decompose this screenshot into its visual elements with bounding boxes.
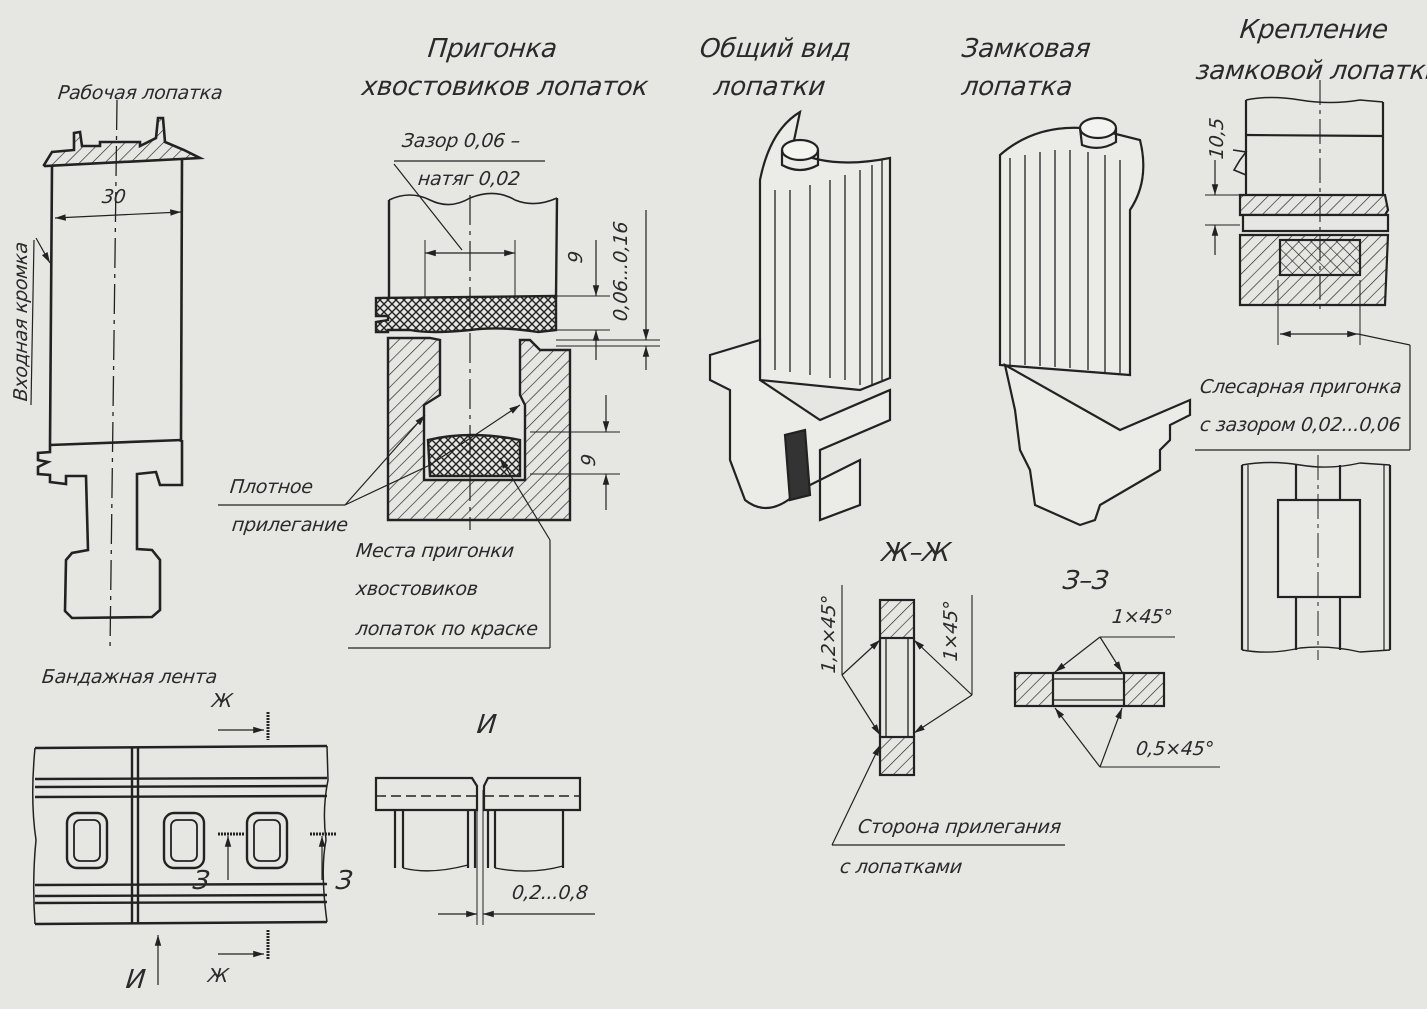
dim-9-bottom: 9 — [578, 453, 600, 468]
mark-zh-bottom: Ж — [206, 965, 230, 987]
label-paint-fit-1: Места пригонки — [354, 540, 515, 562]
mark-i: И — [124, 965, 147, 995]
dim-10-5: 10,5 — [1206, 116, 1228, 161]
dim-chamfer-1-right: 1×45° — [1110, 606, 1174, 628]
view-i-drawing — [374, 776, 595, 925]
mark-zh-top: Ж — [210, 690, 234, 712]
dim-blade-width: 30 — [100, 186, 127, 208]
dim-chamfer-1-left: 1×45° — [940, 599, 962, 663]
working-blade-drawing — [30, 99, 205, 651]
leading-edge-leader — [35, 237, 51, 264]
shroud-cross-section — [374, 294, 558, 334]
title-lock-blade-1: Замковая — [960, 34, 1092, 64]
section-zh-title: Ж–Ж — [880, 538, 952, 568]
dim-30-line — [54, 209, 182, 221]
section-z-drawing — [1013, 636, 1220, 768]
root-hatched-body — [386, 336, 572, 522]
mark-z-right: З — [334, 866, 354, 896]
tail-fitting-drawing — [218, 160, 660, 649]
label-tight-fit-1: Плотное — [228, 476, 314, 498]
section-zh-drawing — [831, 585, 1065, 846]
title-lock-mount-1: Крепление — [1238, 15, 1390, 45]
blade-axis — [109, 99, 118, 651]
title-lock-mount-2: замковой лопатки — [1194, 56, 1427, 86]
label-gap-1: Зазор 0,06 – — [400, 130, 522, 152]
dim-chamfer-1-2: 1,2×45° — [818, 594, 840, 675]
title-shroud-band: Бандажная лента — [40, 666, 219, 688]
dim-gap-range: 0,06...0,16 — [610, 220, 632, 323]
label-bench-fit-1: Слесарная пригонка — [1198, 376, 1403, 398]
dim-gap-0-2-0-8: 0,2...0,8 — [510, 882, 590, 904]
title-fitting-1: Пригонка — [426, 34, 559, 64]
label-paint-fit-2: хвостовиков — [354, 578, 479, 600]
blade-shroud-section — [42, 116, 205, 168]
label-contact-side-2: с лопатками — [838, 856, 964, 878]
lock-mount-section — [1195, 80, 1411, 660]
blade-isometric-view — [708, 109, 892, 522]
dim-9-top: 9 — [565, 250, 587, 265]
title-general-view-2: лопатки — [712, 72, 827, 102]
label-contact-side-1: Сторона прилегания — [856, 816, 1062, 838]
view-i-title: И — [475, 710, 498, 740]
label-leading-edge: Входная кромка — [10, 241, 32, 403]
lock-blade-isometric-view — [998, 116, 1192, 527]
mark-z-left: З — [191, 866, 211, 896]
label-paint-fit-3: лопаток по краске — [354, 618, 539, 640]
blade-root-profile — [36, 440, 184, 620]
label-tight-fit-2: прилегание — [230, 514, 349, 536]
title-lock-blade-2: лопатка — [960, 72, 1074, 102]
label-gap-2: натяг 0,02 — [416, 168, 522, 190]
title-working-blade: Рабочая лопатка — [56, 82, 224, 104]
dim-chamfer-0-5: 0,5×45° — [1134, 738, 1215, 760]
label-bench-fit-2: с зазором 0,02...0,06 — [1198, 414, 1402, 436]
section-z-title: З–З — [1061, 566, 1111, 596]
title-general-view-1: Общий вид — [698, 34, 853, 64]
shroud-band-drawing — [32, 712, 336, 985]
title-fitting-2: хвостовиков лопаток — [360, 72, 650, 102]
root-paint-fit-area — [426, 433, 522, 478]
